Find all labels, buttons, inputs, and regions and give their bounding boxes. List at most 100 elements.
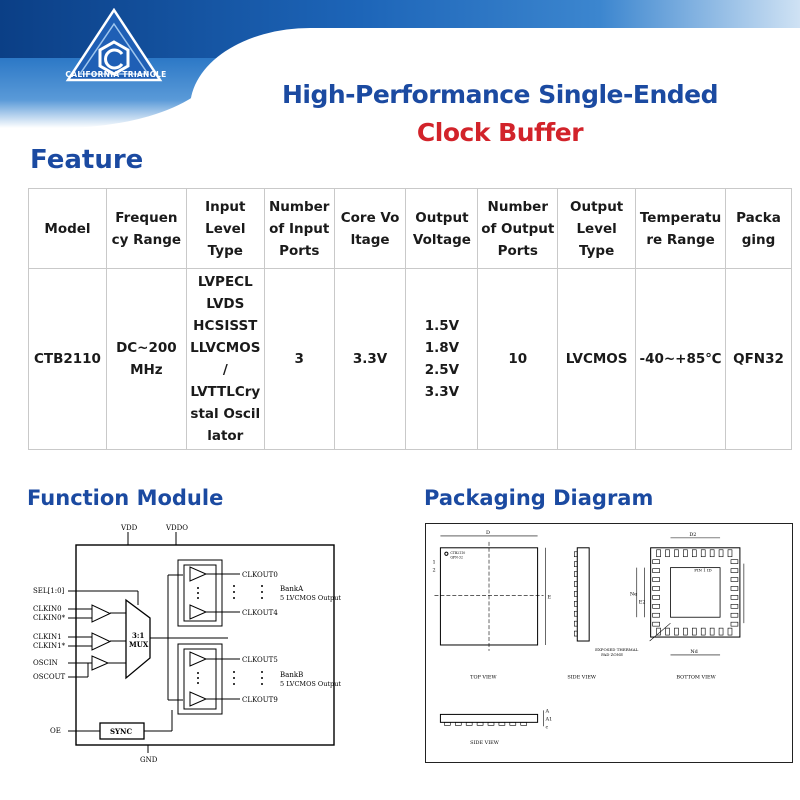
cell-line: ltage — [350, 231, 390, 248]
cell-line: ging — [741, 231, 776, 248]
feature-heading: Feature — [30, 145, 144, 175]
page-title-line1: High-Performance Single-Ended — [281, 80, 719, 109]
bankb-label: BankB — [280, 671, 303, 679]
cell-line: Frequen — [115, 209, 178, 226]
vddo-label: VDDO — [165, 524, 188, 532]
cell-line: LVPECL — [197, 274, 253, 290]
cell-packaging: QFN32 — [725, 268, 792, 450]
oe-label: OE — [50, 727, 61, 735]
cell-line: DC~200 — [116, 340, 177, 356]
side-view-2-caption: SIDE VIEW — [470, 740, 500, 746]
packaging-diagram-heading: Packaging Diagram — [424, 486, 654, 510]
bankb-out9-buffer-icon — [189, 691, 208, 707]
banka-label: BankA — [280, 585, 304, 593]
bankb-out5-buffer-icon — [189, 651, 208, 667]
dim-e-label: E — [548, 594, 552, 600]
top-view-caption: TOP VIEW — [470, 675, 497, 681]
sel-label: SEL[1:0] — [33, 587, 65, 595]
cell-line: Type — [579, 242, 615, 259]
clkout0-label: CLKOUT0 — [242, 571, 278, 579]
banka-desc: 5 LVCMOS Output — [280, 594, 341, 602]
cell-line: re Range — [646, 231, 715, 248]
mux-label-2: MUX — [129, 640, 149, 649]
pin1-id-label: PIN 1 ID — [694, 568, 711, 573]
cell-line: -40~+85℃ — [639, 351, 722, 367]
clkin0-label: CLKIN0 — [33, 605, 62, 613]
cell-line: HCSISST — [193, 318, 258, 334]
exposed-pad-label-2: PAD ZONE — [601, 652, 623, 657]
company-logo — [65, 8, 163, 82]
cell-line: 3 — [294, 351, 304, 367]
function-module-heading: Function Module — [27, 486, 224, 510]
pin-num-2: 2 — [432, 568, 435, 574]
cell-line: Level — [576, 220, 617, 237]
cell-line: 3.3V — [352, 351, 388, 367]
oscout-label: OSCOUT — [33, 673, 66, 681]
cell-line: Model — [44, 220, 91, 237]
mux-label-1: 3:1 — [132, 631, 144, 640]
dim-d2-label: D2 — [689, 532, 696, 538]
clkin1-label: CLKIN1 — [33, 633, 62, 641]
cell-line: LVCMOS — [565, 351, 628, 367]
cell-line: 10 — [508, 351, 528, 367]
cell-line: cy Range — [111, 231, 182, 248]
cell-line: Ports — [279, 242, 320, 259]
cell-line: Input — [205, 198, 246, 215]
exposed-pad-label-1: EXPOSED THERMAL — [595, 647, 638, 652]
top-mark-1: CTB2110 — [450, 551, 465, 555]
cell-line: Ports — [497, 242, 538, 259]
sync-label: SYNC — [110, 727, 132, 736]
page-title-line2: Clock Buffer — [416, 118, 584, 147]
cell-line: 1.8V — [424, 340, 460, 356]
clkin0n-label: CLKIN0* — [33, 614, 66, 622]
cell-line: QFN32 — [733, 351, 784, 367]
header-core-voltage: Core Vo ltage — [333, 188, 407, 269]
cell-output-level-type: LVCMOS — [557, 268, 637, 450]
clkout5-label: CLKOUT5 — [242, 656, 278, 664]
bank-a-box — [177, 559, 223, 627]
dim-nd-label: Nd — [690, 649, 698, 655]
cell-model: CTB2110 — [28, 268, 107, 450]
cell-line: Temperatu — [639, 209, 722, 226]
cell-line: Core Vo — [340, 209, 400, 226]
gnd-label: GND — [140, 756, 158, 764]
exposed-pad — [670, 567, 721, 618]
dim-ne-label: Ne — [630, 591, 637, 597]
cell-line: Number — [269, 198, 330, 215]
cell-line: CTB2110 — [33, 351, 101, 367]
clkout9-label: CLKOUT9 — [242, 696, 278, 704]
cell-line: LVDS — [206, 296, 245, 312]
cell-line: Output — [415, 209, 469, 226]
cell-line: MHz — [130, 362, 163, 378]
cell-line: of Input — [269, 220, 330, 237]
clkin1-buffer-icon — [91, 632, 112, 651]
top-mark-2: QFN-32 — [450, 556, 463, 560]
side-view-2-outline — [439, 713, 539, 723]
cell-temperature-range: -40~+85℃ — [635, 268, 727, 450]
header-white-curve — [190, 28, 800, 130]
dim-e2-label: E2 — [639, 599, 646, 605]
cell-line: 2.5V — [424, 362, 460, 378]
banka-out4-buffer-icon — [189, 604, 208, 620]
bankb-desc: 5 LVCMOS Output — [280, 680, 341, 688]
clkin0-buffer-icon — [91, 604, 112, 623]
cell-line: stal Oscil — [190, 406, 261, 422]
header-banner — [0, 0, 800, 130]
chip-outline — [75, 544, 335, 746]
side-view-caption: SIDE VIEW — [567, 675, 597, 681]
dim-d-label: D — [486, 530, 490, 536]
cell-line: Level — [205, 220, 246, 237]
packaging-drawing: D E CTB2110 QFN-32 1 2 TOP VIEW SIDE VIE… — [425, 523, 793, 763]
cell-line: of Output — [481, 220, 555, 237]
cell-line: LVTTLCry — [190, 384, 261, 400]
header-frequency-range: Frequen cy Range — [105, 188, 187, 269]
bottom-view-outline — [650, 547, 741, 638]
mux-block — [125, 598, 151, 680]
